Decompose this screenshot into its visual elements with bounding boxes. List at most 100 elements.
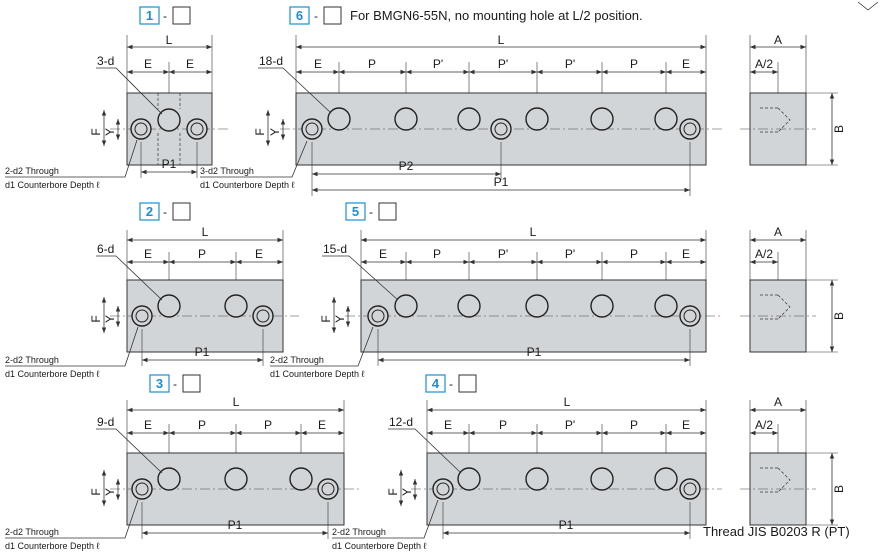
port-hole bbox=[525, 467, 549, 491]
port-hole bbox=[590, 294, 614, 318]
view-5-header: 5 - bbox=[345, 202, 397, 221]
dim-F: F bbox=[253, 128, 267, 135]
view-6: 6 - For BMGN6-55N, no mounting hole at L… bbox=[200, 6, 722, 196]
dim-P-prime: P' bbox=[498, 247, 508, 261]
dim-P-prime: P' bbox=[565, 57, 575, 71]
port-hole bbox=[394, 294, 418, 318]
through-hole-label: 2-d2 Through bbox=[5, 527, 59, 537]
dim-L: L bbox=[564, 395, 571, 409]
view-note: For BMGN6-55N, no mounting hole at L/2 p… bbox=[350, 8, 643, 23]
view-number: 3 bbox=[156, 376, 163, 391]
dim-P: P bbox=[198, 418, 206, 432]
dim-A: A bbox=[774, 395, 782, 409]
mount-hole bbox=[679, 118, 701, 140]
port-count: 3-d bbox=[97, 54, 114, 68]
dim-P: P bbox=[368, 57, 376, 71]
port-hole bbox=[457, 107, 481, 131]
mount-hole bbox=[367, 305, 389, 327]
blank-box bbox=[323, 6, 342, 25]
dim-P: P bbox=[630, 247, 638, 261]
mount-hole bbox=[317, 478, 339, 500]
dim-Y: Y bbox=[103, 488, 117, 496]
view-number: 1 bbox=[146, 8, 153, 23]
view-6-header: 6 - For BMGN6-55N, no mounting hole at L… bbox=[289, 6, 643, 25]
corner-mark bbox=[857, 1, 879, 11]
dim-P1: P1 bbox=[559, 518, 574, 532]
dim-E: E bbox=[379, 247, 387, 261]
end-view-2: A A/2 B bbox=[740, 225, 846, 353]
dim-P1: P1 bbox=[195, 345, 210, 359]
dim-E: E bbox=[682, 247, 690, 261]
dim-F: F bbox=[386, 488, 400, 495]
dim-P: P bbox=[264, 418, 272, 432]
view-5: 5 - L E P P' P' P E 15-d bbox=[270, 202, 722, 379]
counterbore-label: d1 Counterbore Depth ℓ bbox=[200, 180, 296, 190]
blank-box bbox=[172, 202, 191, 221]
port-hole bbox=[327, 107, 351, 131]
through-hole-label: 2-d2 Through bbox=[270, 355, 324, 365]
view-2-header: 2 - bbox=[139, 202, 191, 221]
dim-P1: P1 bbox=[494, 175, 509, 189]
counterbore-label: d1 Counterbore Depth ℓ bbox=[270, 369, 366, 379]
view-number: 2 bbox=[146, 204, 153, 219]
port-hole bbox=[654, 294, 678, 318]
dim-P1: P1 bbox=[228, 518, 243, 532]
mount-hole bbox=[679, 305, 701, 327]
port-hole bbox=[157, 294, 181, 318]
view-1: 1 - L E E 3-d F Y bbox=[5, 6, 228, 190]
dim-Y: Y bbox=[400, 488, 414, 496]
dim-L: L bbox=[202, 225, 209, 239]
dim-A: A bbox=[774, 33, 782, 47]
dash-label: - bbox=[369, 205, 373, 219]
port-hole bbox=[394, 107, 418, 131]
blank-box bbox=[458, 374, 477, 393]
dim-E: E bbox=[318, 418, 326, 432]
dim-P: P bbox=[499, 418, 507, 432]
dim-P-prime: P' bbox=[565, 418, 575, 432]
view-3-header: 3 - bbox=[149, 374, 201, 393]
dim-L: L bbox=[530, 225, 537, 239]
dim-E: E bbox=[144, 418, 152, 432]
dim-Y: Y bbox=[268, 128, 282, 136]
dim-L: L bbox=[233, 395, 240, 409]
dim-Y: Y bbox=[333, 315, 347, 323]
dim-P1: P1 bbox=[527, 345, 542, 359]
end-view-1: A A/2 B bbox=[740, 33, 846, 166]
mount-hole bbox=[252, 305, 274, 327]
port-hole bbox=[654, 467, 678, 491]
port-hole bbox=[224, 294, 248, 318]
mount-hole bbox=[131, 305, 153, 327]
port-hole bbox=[157, 467, 181, 491]
mount-hole bbox=[490, 118, 512, 140]
dim-B: B bbox=[832, 485, 846, 493]
port-hole bbox=[157, 108, 181, 132]
counterbore-label: d1 Counterbore Depth ℓ bbox=[5, 180, 101, 190]
view-number: 6 bbox=[296, 8, 303, 23]
mount-hole bbox=[131, 478, 153, 500]
dim-L: L bbox=[498, 33, 505, 47]
through-hole-label: 3-d2 Through bbox=[200, 166, 254, 176]
mount-hole bbox=[679, 478, 701, 500]
dim-P-prime: P' bbox=[433, 57, 443, 71]
dim-P: P bbox=[630, 57, 638, 71]
port-hole bbox=[525, 294, 549, 318]
view-2: 2 - L E P E 6-d F Y P1 2-d2 Thr bbox=[5, 202, 299, 379]
dim-E: E bbox=[682, 57, 690, 71]
dim-F: F bbox=[89, 128, 103, 135]
dim-E: E bbox=[314, 57, 322, 71]
blank-box bbox=[378, 202, 397, 221]
view-3: 3 - L E P P E 9-d F Y bbox=[5, 374, 360, 551]
port-hole bbox=[590, 107, 614, 131]
port-count: 9-d bbox=[97, 415, 114, 429]
dim-E: E bbox=[144, 247, 152, 261]
dash-label: - bbox=[314, 9, 318, 23]
view-4: 4 - L E P P' P E 12-d F bbox=[332, 374, 722, 551]
dim-P: P bbox=[198, 247, 206, 261]
dim-P2: P2 bbox=[399, 159, 414, 173]
thread-note: Thread JIS B0203 R (PT) bbox=[703, 524, 850, 539]
dim-E: E bbox=[186, 57, 194, 71]
dim-E: E bbox=[144, 57, 152, 71]
port-hole bbox=[590, 467, 614, 491]
dim-A-half: A/2 bbox=[755, 418, 773, 432]
